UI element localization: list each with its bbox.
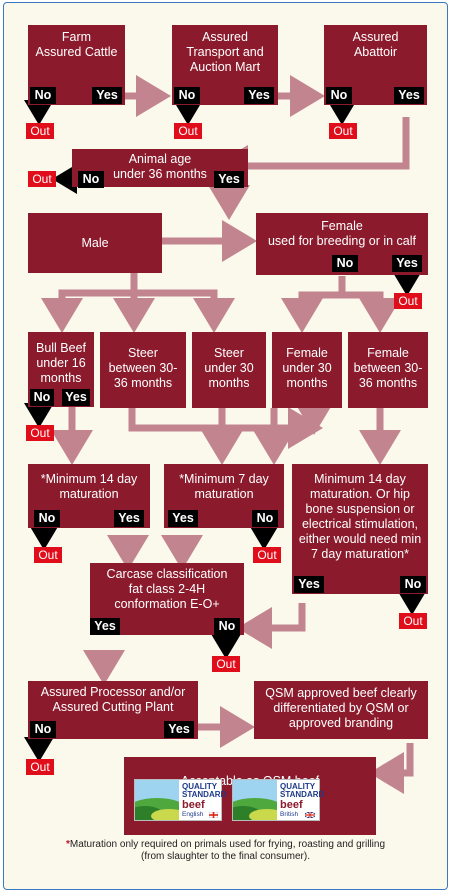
female-breeding-no-label: No (332, 255, 358, 272)
assured-processor-box: Assured Processor and/or Assured Cutting… (28, 681, 198, 739)
maturation-footnote: *Maturation only required on primals use… (4, 839, 447, 863)
badge-english-label: English (182, 811, 204, 818)
alt-yes-label: Yes (294, 576, 324, 593)
min-14-day-alt-box: Minimum 14 day maturation. Or hip bone s… (292, 464, 428, 594)
transport-out-badge: Out (174, 123, 202, 139)
connector (213, 117, 410, 187)
farm-no-label: No (30, 87, 56, 104)
badge-beef-label: beef (280, 799, 303, 811)
age-yes-label: Yes (214, 171, 244, 188)
farm-yes-label: Yes (92, 87, 122, 104)
min14-yes-label: Yes (114, 510, 144, 527)
farm-out-badge: Out (26, 123, 54, 139)
age-out-badge: Out (28, 171, 56, 187)
age-no-label: No (78, 171, 104, 188)
min7-no-label: No (252, 510, 278, 527)
footnote-text: Maturation only required on primals used… (69, 839, 386, 862)
bull-out-badge: Out (26, 425, 54, 441)
connector (281, 276, 346, 333)
min14-no-label: No (34, 510, 60, 527)
min7-yes-label: Yes (168, 510, 198, 527)
connector (237, 603, 306, 649)
connector (41, 273, 138, 333)
badge-british-label: British (280, 811, 299, 818)
carcase-out-badge: Out (212, 656, 240, 672)
qsm-english-badge: QUALITY STANDARD beef English (134, 779, 226, 821)
landscape-logo-icon (233, 780, 277, 820)
badge-quality-line2: STANDARD (182, 790, 227, 799)
connector (342, 291, 401, 333)
bull-no-label: No (30, 389, 54, 406)
transport-yes-label: Yes (244, 87, 274, 104)
transport-no-label: No (174, 87, 200, 104)
flow-connectors (24, 75, 427, 794)
england-flag-icon (209, 812, 218, 818)
alt-no-label: No (400, 576, 426, 593)
female-30-36-box: Female between 30- 36 months (348, 332, 428, 408)
connector (369, 743, 414, 794)
badge-quality-line1: QUALITY (182, 782, 218, 791)
abattoir-no-label: No (326, 87, 352, 104)
flowchart-frame: Farm Assured Cattle No Yes Out Assured T… (3, 2, 448, 890)
carcase-no-label: No (214, 618, 240, 635)
steer-under-30-box: Steer under 30 months (192, 332, 266, 408)
abattoir-out-badge: Out (329, 123, 357, 139)
bull-yes-label: Yes (62, 389, 90, 406)
badge-quality-line1: QUALITY (280, 782, 316, 791)
male-box: Male (28, 213, 162, 273)
union-flag-icon (305, 812, 315, 818)
landscape-logo-icon (135, 780, 179, 820)
badge-quality-line2: STANDARD (280, 790, 325, 799)
footnote-star: * (65, 839, 70, 850)
abattoir-yes-label: Yes (394, 87, 424, 104)
min14-out-badge: Out (34, 547, 62, 563)
processor-no-label: No (30, 721, 56, 738)
carcase-yes-label: Yes (90, 618, 120, 635)
processor-out-badge: Out (26, 759, 54, 775)
alt-out-badge: Out (399, 613, 427, 629)
badge-beef-label: beef (182, 799, 205, 811)
processor-yes-label: Yes (164, 721, 194, 738)
connector (128, 407, 323, 449)
min7-out-badge: Out (253, 547, 281, 563)
female-under-30-box: Female under 30 months (272, 332, 342, 408)
female-breeding-yes-label: Yes (392, 255, 422, 272)
qsm-approved-box: QSM approved beef clearly differentiated… (254, 681, 428, 739)
qsm-british-badge: QUALITY STANDARD beef British (232, 779, 324, 821)
connector (134, 289, 235, 333)
female-breeding-out-badge: Out (394, 293, 422, 309)
steer-30-36-box: Steer between 30- 36 months (100, 332, 186, 408)
